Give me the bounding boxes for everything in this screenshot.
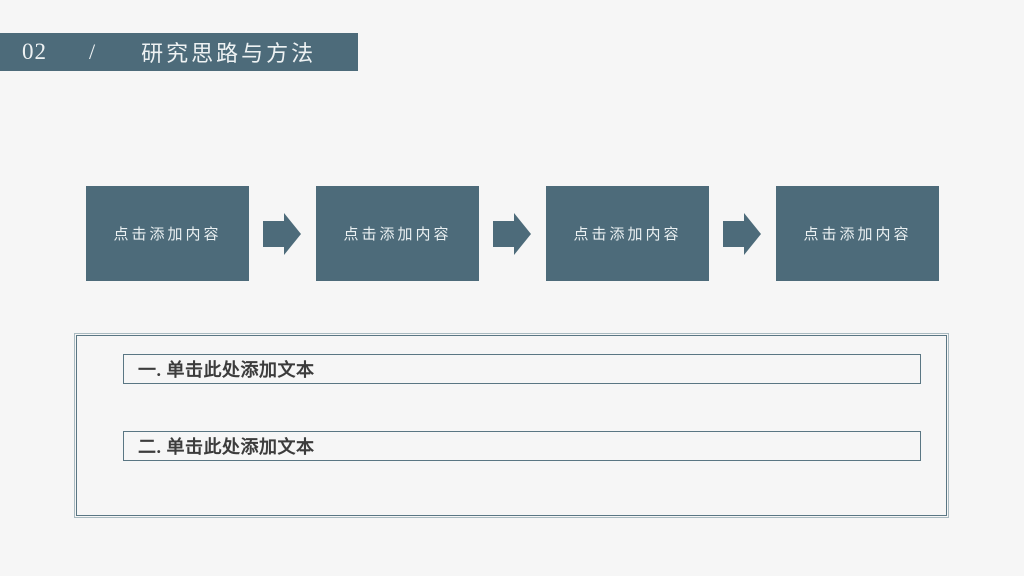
section-title: 研究思路与方法: [141, 41, 317, 66]
right-arrow-icon: [493, 213, 531, 255]
text-placeholder-2-label: 二. 单击此处添加文本: [138, 437, 315, 457]
text-placeholder-2[interactable]: 二. 单击此处添加文本: [123, 431, 921, 461]
flow-box-3[interactable]: 点击添加内容: [546, 186, 709, 281]
arrow-head: [744, 213, 761, 255]
arrow-stem: [493, 221, 514, 247]
section-number: 02: [22, 39, 47, 64]
flow-box-4-label: 点击添加内容: [803, 227, 912, 243]
arrow-stem: [723, 221, 744, 247]
arrow-head: [514, 213, 531, 255]
arrow-stem: [263, 221, 284, 247]
flow-box-3-label: 点击添加内容: [573, 227, 682, 243]
section-header-bar: 02 / 研究思路与方法: [0, 33, 358, 71]
right-arrow-icon: [263, 213, 301, 255]
flow-box-1[interactable]: 点击添加内容: [86, 186, 249, 281]
text-placeholder-1-label: 一. 单击此处添加文本: [138, 360, 315, 380]
notes-panel-inner-border: 一. 单击此处添加文本 二. 单击此处添加文本: [76, 335, 947, 516]
section-separator: /: [89, 39, 96, 64]
flow-box-2-label: 点击添加内容: [343, 227, 452, 243]
text-placeholder-1[interactable]: 一. 单击此处添加文本: [123, 354, 921, 384]
flow-box-1-label: 点击添加内容: [113, 227, 222, 243]
flow-box-2[interactable]: 点击添加内容: [316, 186, 479, 281]
arrow-head: [284, 213, 301, 255]
flow-box-4[interactable]: 点击添加内容: [776, 186, 939, 281]
notes-panel: 一. 单击此处添加文本 二. 单击此处添加文本: [74, 333, 949, 518]
right-arrow-icon: [723, 213, 761, 255]
